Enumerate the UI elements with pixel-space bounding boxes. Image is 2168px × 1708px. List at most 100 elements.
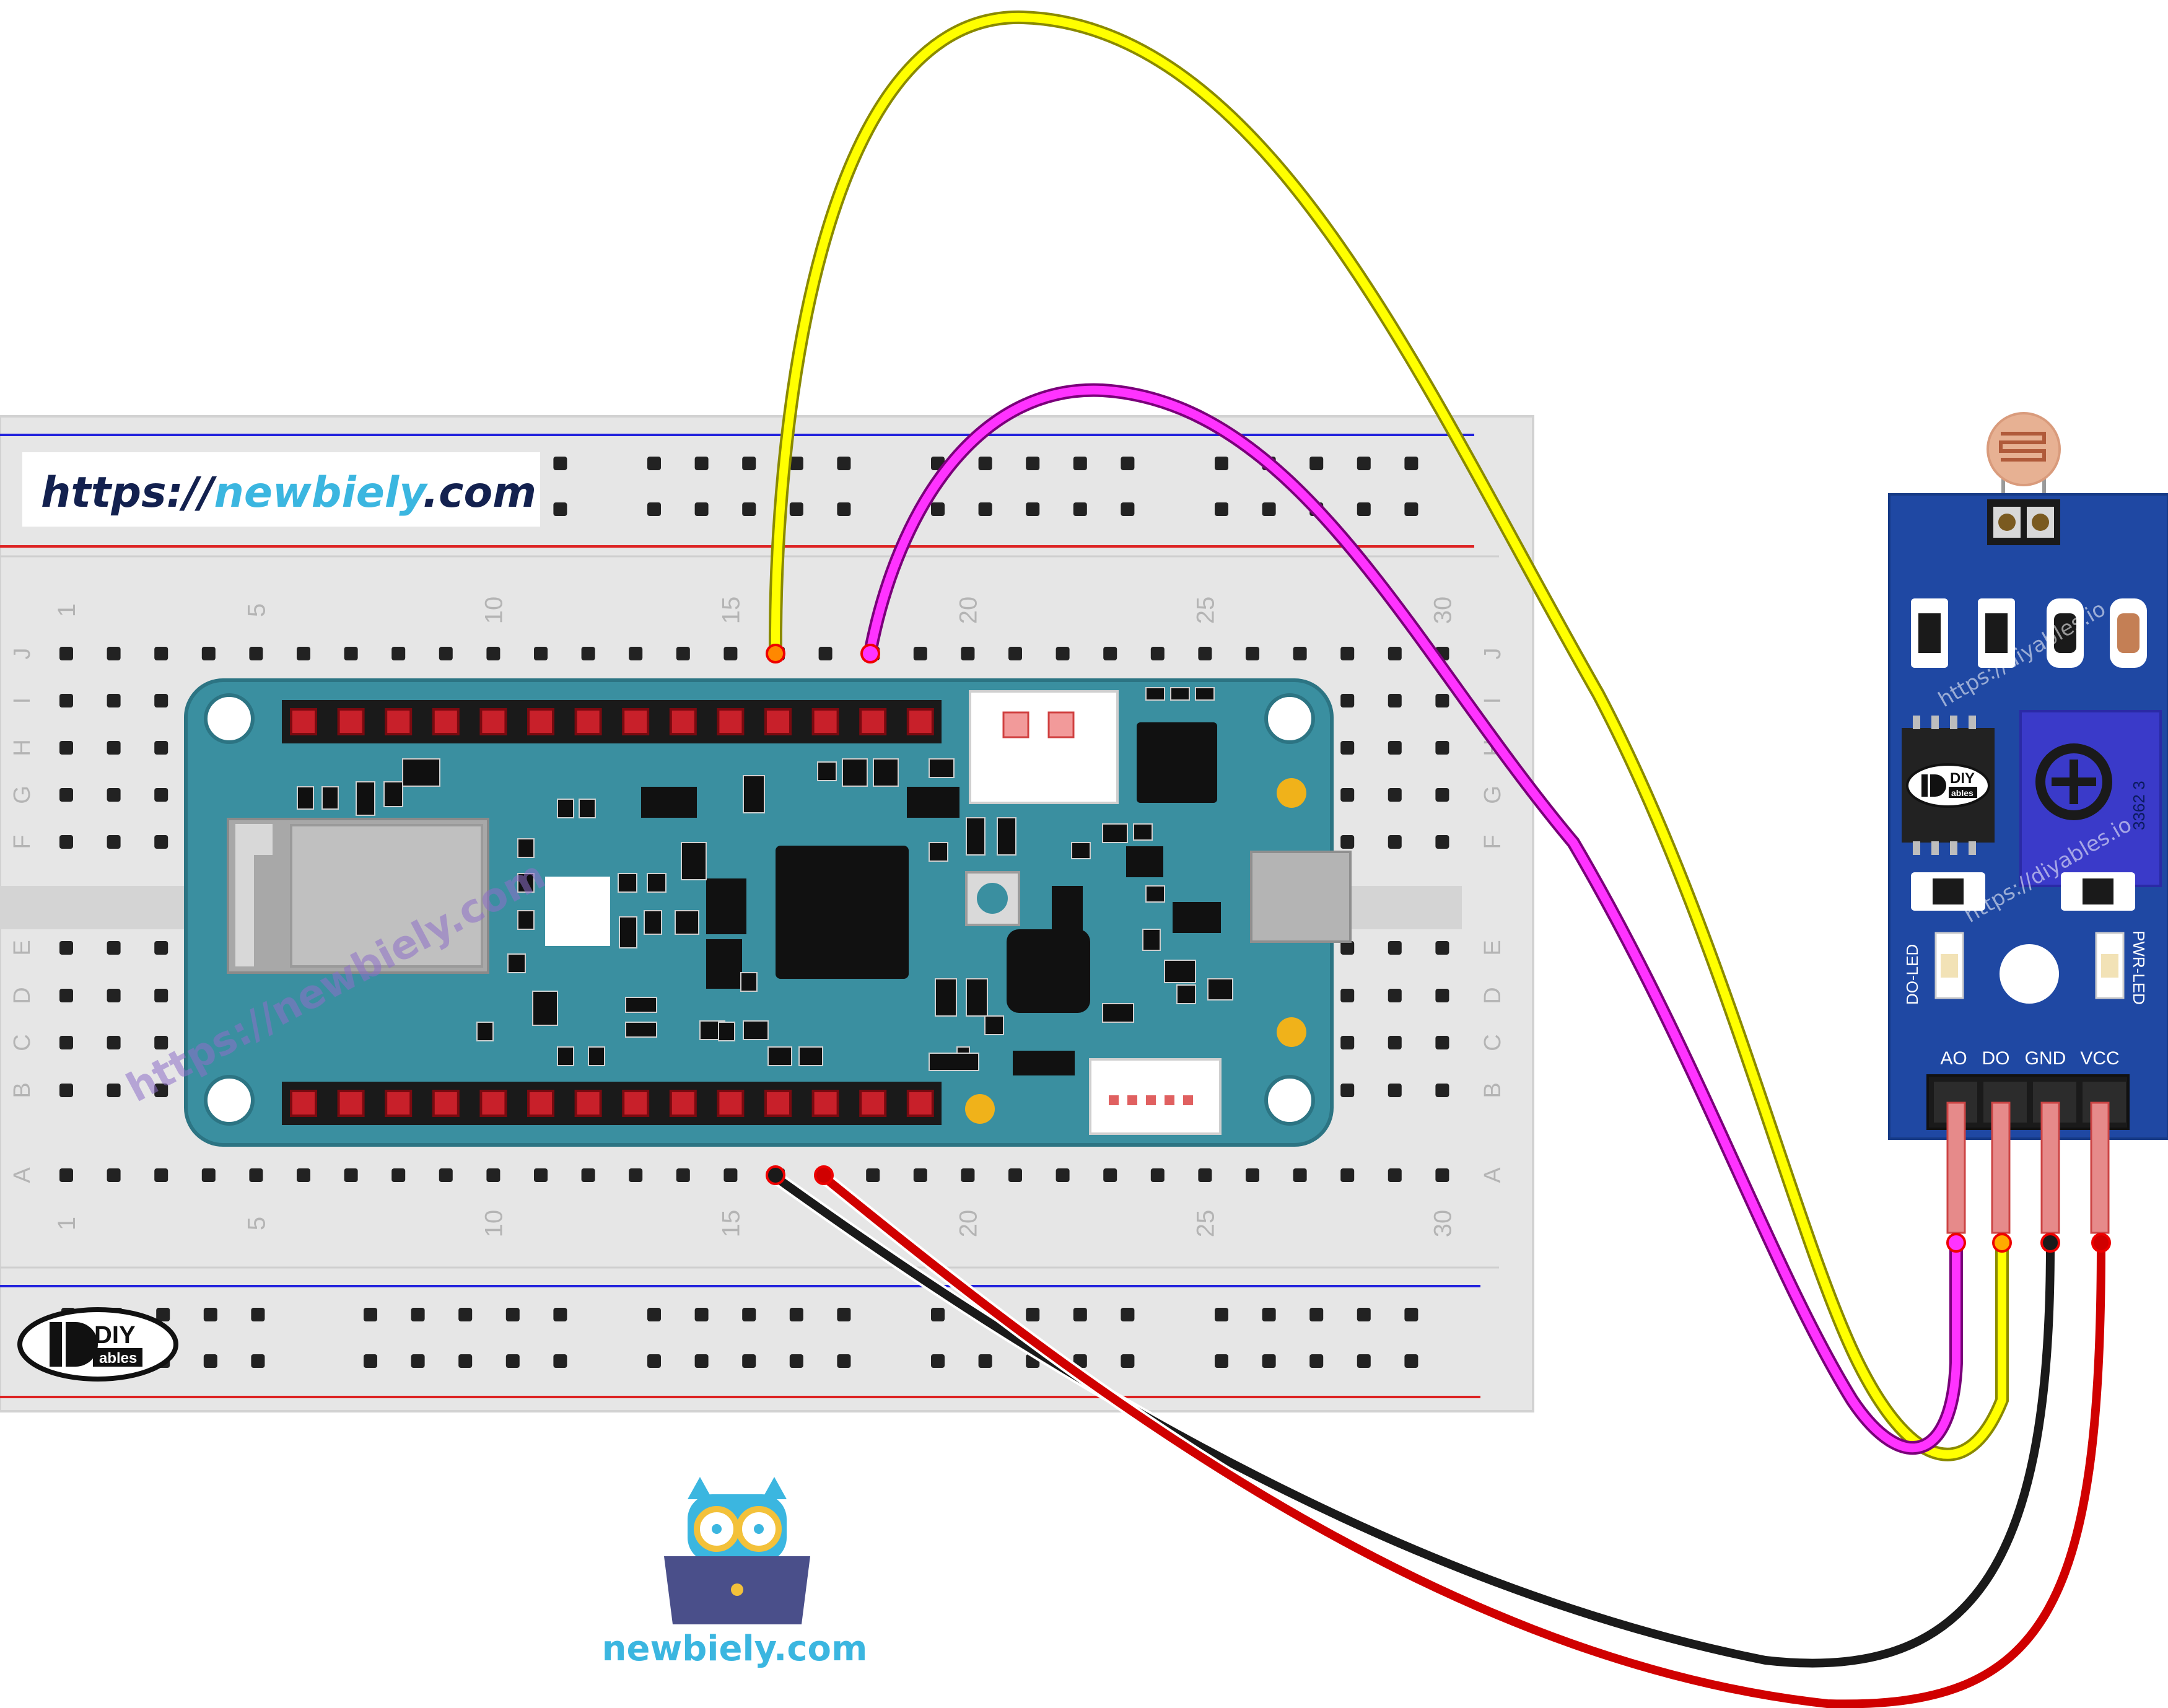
breadboard-hole: [1435, 788, 1449, 802]
breadboard-hole: [629, 647, 643, 660]
svg-text:DIY: DIY: [1950, 770, 1975, 787]
rail-hole: [837, 1354, 851, 1368]
breadboard-hole: [1340, 1036, 1355, 1049]
usb-port: [1250, 851, 1352, 943]
rail-hole: [1215, 1308, 1228, 1321]
magenta-wire: [866, 385, 1960, 1452]
breadboard-hole: [249, 647, 263, 660]
breadboard-hole: [1198, 647, 1212, 660]
smd-component: [873, 758, 899, 787]
breadboard-hole: [107, 647, 121, 660]
breadboard-hole: [1103, 647, 1117, 660]
breadboard-hole: [1340, 1168, 1355, 1182]
breadboard-hole: [1198, 1168, 1212, 1182]
smd-component: [929, 1053, 979, 1071]
smd-component: [1195, 687, 1215, 701]
column-number: 5: [243, 603, 270, 617]
rail-hole: [1404, 1308, 1418, 1321]
breadboard-hole: [629, 1168, 643, 1182]
breadboard-hole: [961, 647, 975, 660]
black-wire-end: [766, 1165, 785, 1185]
breadboard-hole: [1435, 835, 1449, 849]
breadboard-hole: [59, 647, 73, 660]
header-pin: [290, 1090, 317, 1117]
header-pin: [290, 708, 317, 735]
rail-hole: [1404, 1354, 1418, 1368]
smd-component: [619, 916, 637, 948]
breadboard-hole: [1056, 1168, 1070, 1182]
breadboard-hole: [59, 1084, 73, 1097]
breadboard-hole: [154, 989, 168, 1002]
breadboard-hole: [1388, 1084, 1402, 1097]
rail-hole: [553, 457, 567, 470]
smd-component: [966, 817, 986, 856]
header-pin: [764, 708, 792, 735]
breadboard-hole: [154, 694, 168, 707]
breadboard-hole: [534, 1168, 548, 1182]
small-chip: [1013, 1051, 1075, 1075]
top-header-strip: [282, 700, 942, 743]
rail-hole: [1121, 457, 1135, 470]
smd-component: [356, 781, 375, 816]
rail-hole: [1121, 502, 1135, 516]
breadboard-hole: [107, 1036, 121, 1049]
breadboard-hole: [1388, 741, 1402, 755]
rail-hole: [505, 1308, 520, 1321]
breadboard-hole: [439, 647, 453, 660]
rail-hole: [694, 502, 709, 516]
yellow-wire-end: [766, 644, 785, 663]
reset-button: [965, 871, 1020, 926]
rail-hole: [978, 1354, 992, 1368]
smd-component: [984, 1015, 1004, 1035]
smd-component: [532, 991, 558, 1026]
smd-component: [1102, 823, 1128, 843]
breadboard-hole: [154, 1084, 168, 1097]
breadboard-hole: [723, 647, 738, 660]
ldr-photoresistor: [1987, 412, 2061, 493]
header-pin: [669, 1090, 697, 1117]
rail-hole: [931, 1308, 945, 1321]
pin-label-gnd: GND: [2025, 1048, 2066, 1069]
rail-hole: [1215, 457, 1228, 470]
breadboard-hole: [201, 1168, 216, 1182]
rail-hole: [1357, 1354, 1371, 1368]
small-chip: [1052, 886, 1083, 948]
breadboard-hole: [818, 647, 833, 660]
rail-hole: [742, 1354, 756, 1368]
header-pin: [479, 1090, 507, 1117]
breadboard-hole: [1340, 647, 1355, 660]
smd-component: [1071, 842, 1091, 859]
rail-hole: [1309, 1354, 1324, 1368]
rail-hole: [1121, 1354, 1135, 1368]
arduino-board: https://newbiely.com: [120, 678, 1352, 1147]
smd-component: [743, 775, 765, 813]
breadboard-hole: [676, 1168, 690, 1182]
breadboard-hole: [59, 694, 73, 707]
header-pin: [669, 708, 697, 735]
breadboard-hole: [249, 1168, 263, 1182]
pin-label-ao: AO: [1940, 1048, 1967, 1069]
smd-component: [383, 781, 403, 807]
breadboard-hole: [1340, 1084, 1355, 1097]
sensor-pin-legs: [1946, 1101, 2110, 1234]
breadboard-hole: [391, 1168, 406, 1182]
rail-hole: [203, 1354, 217, 1368]
breadboard-hole: [107, 1168, 121, 1182]
header-pin: [764, 1090, 792, 1117]
smd-component: [929, 842, 948, 862]
svg-text:3362 3: 3362 3: [2130, 781, 2148, 830]
small-chip: [907, 787, 959, 818]
rail-hole: [251, 1354, 265, 1368]
rail-hole: [647, 457, 661, 470]
smd-component: [935, 978, 957, 1017]
breadboard-hole: [344, 647, 358, 660]
column-number: 25: [1192, 597, 1219, 624]
breadboard-hole: [154, 647, 168, 660]
row-letter: I: [1480, 698, 1506, 704]
bottom-header-strip: [282, 1082, 942, 1125]
smd-component: [517, 910, 535, 930]
header-pin: [622, 708, 650, 735]
mounting-hole: [204, 693, 255, 744]
resistor-row: [1911, 598, 2147, 668]
breadboard-hole: [913, 647, 927, 660]
